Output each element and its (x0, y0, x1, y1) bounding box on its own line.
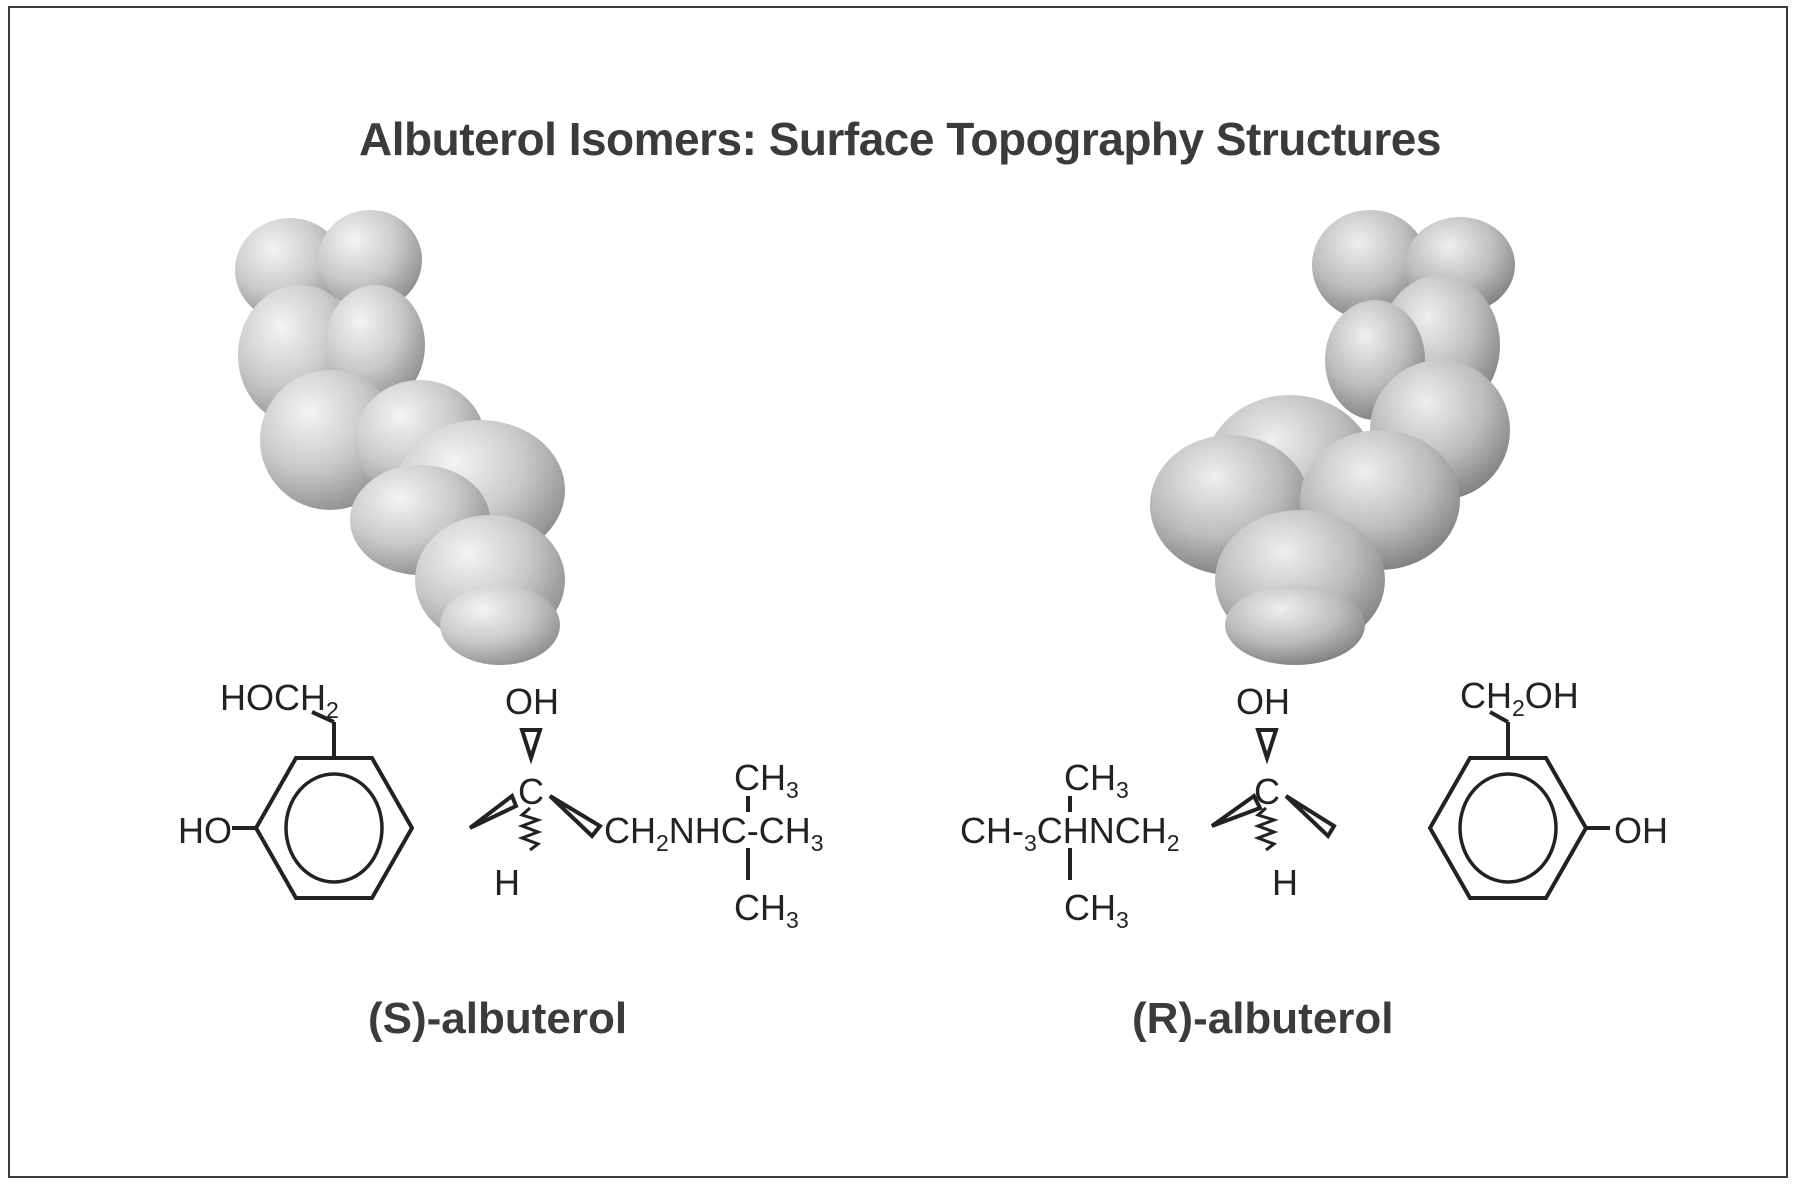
r-benzene-circle (1458, 772, 1558, 884)
s-albuterol-surface (235, 210, 565, 665)
r-h-label: H (1272, 862, 1298, 903)
s-ho-label: HO (178, 810, 232, 851)
r-hash-h (1253, 806, 1279, 852)
s-benzene-circle (284, 772, 384, 884)
s-benzene-ring (253, 756, 415, 900)
r-oh-label: OH (1236, 681, 1290, 722)
s-albuterol-name: (S)-albuterol (368, 994, 628, 1043)
s-oh-label: OH (505, 681, 559, 722)
s-chain-label: CH2NHC-CH3 (604, 810, 824, 856)
r-oh-ring-label: OH (1614, 810, 1668, 851)
r-benzene-ring (1427, 756, 1589, 900)
s-hash-h (517, 806, 543, 852)
r-wedge-right (1284, 794, 1337, 840)
r-bot-ch3-label: CH3 (1064, 887, 1129, 933)
r-wedge-left (1210, 793, 1263, 828)
r-albuterol-labels: CH2OH OH OH C H CH-3CHNCH2 CH3 CH3 (960, 675, 1668, 933)
s-top-ch3-label: CH3 (734, 757, 799, 803)
figure-title: Albuterol Isomers: Surface Topography St… (359, 113, 1441, 165)
r-ch2oh-label: CH2OH (1460, 675, 1579, 721)
r-albuterol-structure (1068, 710, 1610, 900)
s-c-label: C (518, 771, 544, 812)
s-wedge-right (548, 794, 603, 839)
r-albuterol-name: (R)-albuterol (1132, 994, 1394, 1043)
s-wedge-left (468, 792, 519, 830)
s-albuterol-labels: HOCH2 HO OH C H CH2NHC-CH3 CH3 CH3 (178, 677, 824, 933)
s-h-label: H (494, 862, 520, 903)
s-wedge-oh (519, 728, 543, 765)
s-bot-ch3-label: CH3 (734, 887, 799, 933)
r-wedge-oh (1255, 728, 1279, 765)
s-albuterol-structure (232, 710, 750, 900)
r-top-ch3-label: CH3 (1064, 757, 1129, 803)
s-hoch2-label: HOCH2 (220, 677, 339, 723)
r-albuterol-surface (1150, 210, 1515, 665)
figure-frame: Albuterol Isomers: Surface Topography St… (8, 6, 1788, 1178)
r-chain-label: CH-3CHNCH2 (960, 810, 1180, 856)
r-c-label: C (1254, 771, 1280, 812)
